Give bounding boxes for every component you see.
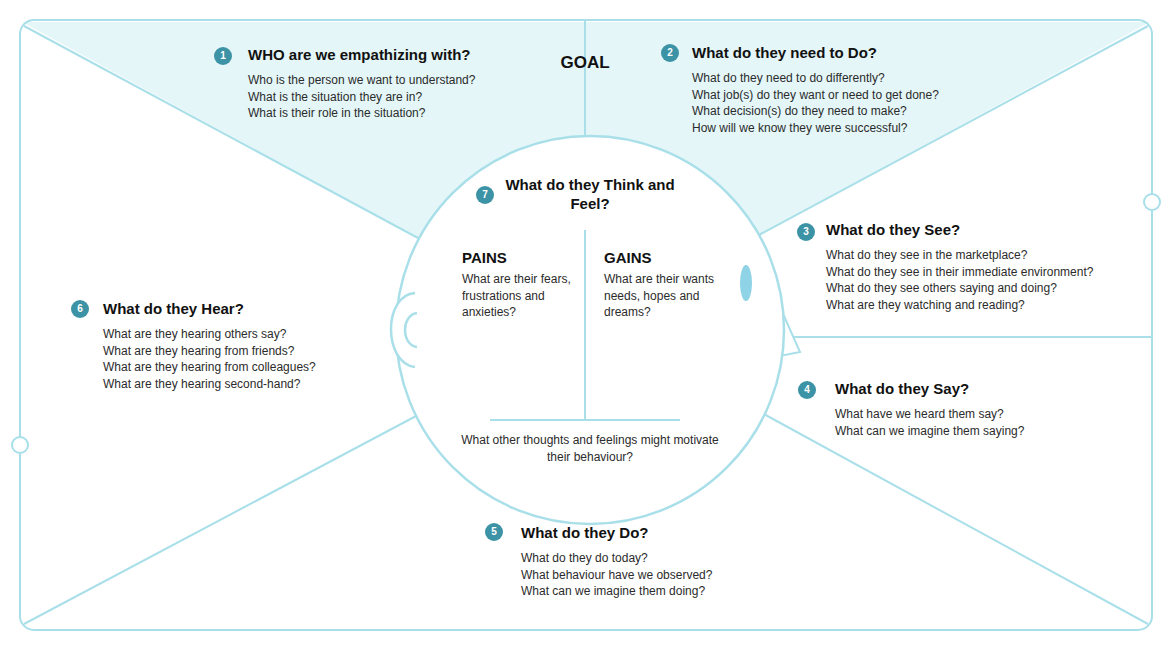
outer-frame — [20, 20, 1152, 630]
guiding-question: What decision(s) do they need to make? — [692, 103, 939, 120]
callout-number: 3 — [797, 223, 815, 241]
guiding-question: What do they do today? — [521, 550, 712, 567]
callout-number: 7 — [476, 186, 494, 204]
gains-body: What are their wants needs, hopes and dr… — [604, 271, 726, 321]
guiding-question: What can we imagine them saying? — [835, 423, 1024, 440]
head-outline — [395, 135, 785, 525]
divider-line — [793, 336, 1151, 338]
section-heading: What do they Do? — [521, 523, 712, 542]
section-heading: What do they See? — [826, 220, 1093, 239]
head-circle: What do they Think and Feel? PAINS What ar… — [395, 135, 785, 525]
guiding-question: What behaviour have we observed? — [521, 567, 712, 584]
guiding-question: What are they hearing from friends? — [103, 343, 316, 360]
motivation-text: What other thoughts and feelings might m… — [455, 432, 725, 465]
frame-handle — [1144, 194, 1160, 210]
head-ear — [391, 293, 415, 367]
guiding-question: What do they see in the marketplace? — [826, 247, 1093, 264]
pains-gains-base — [490, 419, 680, 421]
guiding-question: What do they see in their immediate envi… — [826, 264, 1093, 281]
see-region: What do they See? What do they see in the… — [826, 220, 1093, 313]
pains-gains-divider — [584, 230, 586, 420]
callout-number: 1 — [214, 47, 232, 65]
hear-region: What do they Hear? What are they hearing … — [103, 299, 316, 392]
guiding-question: What can we imagine them doing? — [521, 583, 712, 600]
pains-body: What are their fears, frustrations and a… — [462, 271, 580, 321]
gains-heading: GAINS — [604, 248, 714, 267]
guiding-question: What is their role in the situation? — [248, 105, 475, 122]
head-circle-outline — [396, 136, 784, 524]
section-heading: What do they need to Do? — [692, 43, 939, 62]
goal-label: GOAL — [560, 53, 609, 73]
frame-handle — [12, 437, 28, 453]
head-eye — [740, 265, 752, 301]
section-heading: What do they Say? — [835, 379, 1024, 398]
section-heading: WHO are we empathizing with? — [248, 45, 475, 64]
pains-heading: PAINS — [462, 248, 572, 267]
callout-number: 6 — [71, 300, 89, 318]
guiding-question: What job(s) do they want or need to get … — [692, 87, 939, 104]
guiding-question: What do they need to do differently? — [692, 70, 939, 87]
guiding-question: What are they watching and reading? — [826, 297, 1093, 314]
who-region: WHO are we empathizing with? Who is the p… — [248, 45, 475, 122]
section-heading: What do they Hear? — [103, 299, 316, 318]
say-region: What do they Say? What have we heard them… — [835, 379, 1024, 439]
divider-line — [24, 415, 418, 624]
callout-number: 5 — [485, 523, 503, 541]
guiding-question: What do they see others saying and doing… — [826, 280, 1093, 297]
guiding-question: How will we know they were successful? — [692, 120, 939, 137]
section-heading: What do they Think and Feel? — [500, 175, 680, 213]
do-region: What do they Do?What do they do today?Wh… — [521, 523, 712, 600]
callout-number: 2 — [661, 44, 679, 62]
head-ear-inner — [405, 313, 417, 347]
need-to-do-region: What do they need to Do? What do they nee… — [692, 43, 939, 136]
divider-line — [584, 21, 586, 136]
guiding-question: What are they hearing others say? — [103, 326, 316, 343]
guiding-question: What are they hearing from colleagues? — [103, 359, 316, 376]
guiding-question: Who is the person we want to understand? — [248, 72, 475, 89]
callout-number: 4 — [798, 381, 816, 399]
divider-line — [762, 413, 1148, 624]
guiding-question: What are they hearing second-hand? — [103, 376, 316, 393]
guiding-question: What have we heard them say? — [835, 406, 1024, 423]
guiding-question: What is the situation they are in? — [248, 89, 475, 106]
